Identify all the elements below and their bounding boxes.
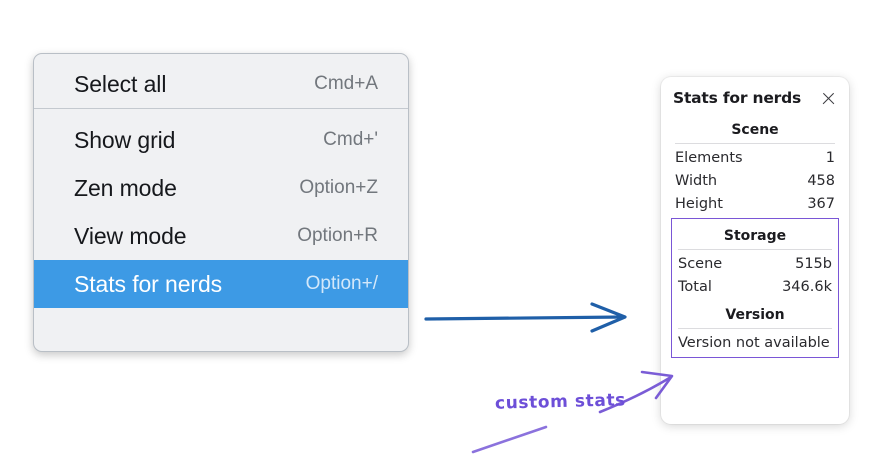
menu-item-zen-mode[interactable]: Zen mode Option+Z xyxy=(34,164,408,212)
blue-arrow xyxy=(424,302,627,333)
stats-for-nerds-panel: Stats for nerds Scene Elements 1 Width 4… xyxy=(661,77,849,424)
menu-item-label: View mode xyxy=(74,222,187,249)
stat-label: Total xyxy=(678,278,712,295)
section-title-version: Version xyxy=(725,307,785,323)
section-title-storage: Storage xyxy=(723,228,787,244)
stat-row-height: Height 367 xyxy=(673,192,837,215)
stat-value: 515b xyxy=(795,255,832,272)
menu-item-shortcut: Option+R xyxy=(297,225,378,246)
stat-value: 458 xyxy=(807,172,835,189)
menu-item-select-all[interactable]: Select all Cmd+A xyxy=(34,60,408,108)
menu-item-shortcut: Option+Z xyxy=(299,177,378,198)
stats-panel-title: Stats for nerds xyxy=(673,89,802,107)
stat-label: Width xyxy=(675,172,718,189)
stat-row-elements: Elements 1 xyxy=(673,146,837,169)
stat-label: Height xyxy=(675,195,723,212)
stat-value: 346.6k xyxy=(782,278,832,295)
menu-item-label: Select all xyxy=(74,70,167,97)
stat-value: 1 xyxy=(825,149,835,166)
menu-item-shortcut: Option+/ xyxy=(305,273,378,294)
stat-value: 367 xyxy=(807,195,835,212)
menu-group-top: Select all Cmd+A xyxy=(34,54,408,108)
menu-item-shortcut: Cmd+A xyxy=(314,73,378,94)
context-menu[interactable]: Select all Cmd+A Show grid Cmd+' Zen mod… xyxy=(33,53,409,352)
menu-item-label: Zen mode xyxy=(74,174,177,201)
annotation-label: custom stats xyxy=(494,390,627,414)
section-divider xyxy=(675,143,835,144)
stat-label: Scene xyxy=(678,255,723,272)
purple-underline-stroke xyxy=(471,425,548,454)
stats-panel-header: Stats for nerds xyxy=(673,77,837,113)
section-divider xyxy=(678,249,832,250)
section-divider xyxy=(678,328,832,329)
menu-item-stats-for-nerds[interactable]: Stats for nerds Option+/ xyxy=(34,260,408,308)
stat-row-width: Width 458 xyxy=(673,169,837,192)
menu-item-show-grid[interactable]: Show grid Cmd+' xyxy=(34,116,408,164)
close-icon[interactable] xyxy=(820,90,837,107)
section-title-scene: Scene xyxy=(731,122,779,138)
version-text: Version not available xyxy=(678,335,830,351)
menu-group-bottom: Show grid Cmd+' Zen mode Option+Z View m… xyxy=(34,108,408,316)
custom-stats-highlight-box: Storage Scene 515b Total 346.6k Version … xyxy=(671,218,839,358)
menu-item-view-mode[interactable]: View mode Option+R xyxy=(34,212,408,260)
stat-row-storage-total: Total 346.6k xyxy=(676,275,834,298)
stat-row-storage-scene: Scene 515b xyxy=(676,252,834,275)
menu-item-shortcut: Cmd+' xyxy=(323,129,378,150)
menu-item-label: Show grid xyxy=(74,126,176,153)
menu-item-label: Stats for nerds xyxy=(74,270,223,297)
stat-label: Elements xyxy=(675,149,743,166)
